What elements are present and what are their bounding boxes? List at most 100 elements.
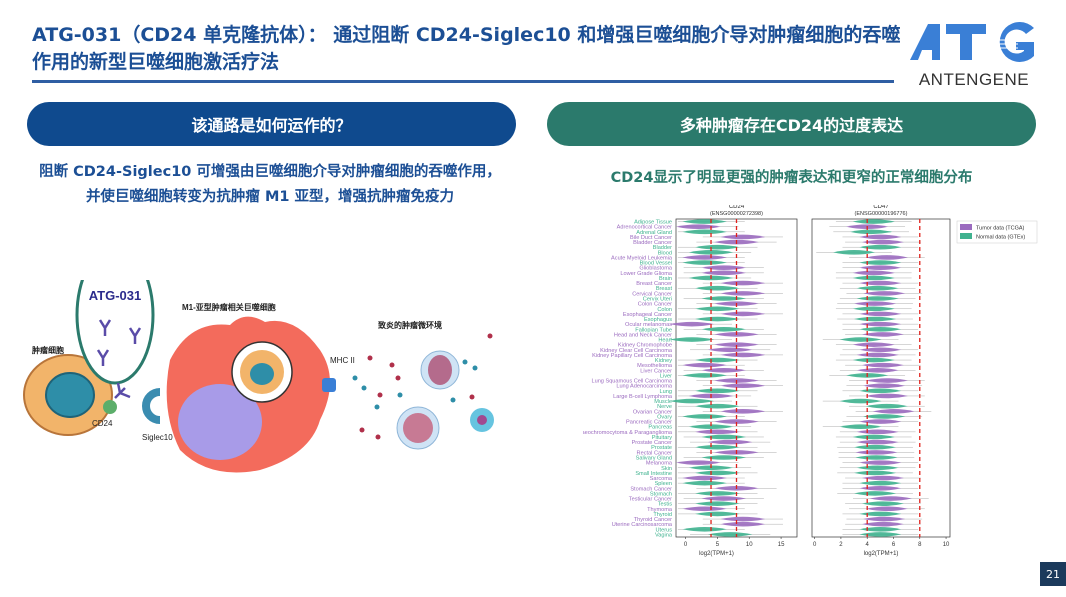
violin-normal (707, 532, 753, 537)
category-label: Pancreas (648, 425, 672, 431)
macrophage-label: M1-亚型肿瘤相关巨噬细胞 (182, 302, 276, 312)
violin-tumor (863, 516, 906, 522)
siglec10-label: Siglec10 (142, 433, 173, 442)
violin-tumor (682, 255, 727, 260)
category-label: Melanoma (646, 461, 673, 467)
violin-tumor (865, 506, 908, 512)
violin-tumor (859, 347, 902, 353)
category-label: Colon Cancer (638, 302, 672, 308)
violin-tumor (859, 311, 902, 317)
slide-title: ATG-031（CD24 单克隆抗体）： 通过阻断 CD24-Siglec10 … (32, 24, 901, 73)
category-label: Prostate (651, 445, 672, 451)
violin-tumor (863, 383, 906, 389)
legend-label-tumor: Tumor data (TCGA) (976, 226, 1025, 232)
cd24-receptor-icon (103, 400, 117, 414)
violin-tumor (701, 265, 747, 271)
category-label: Esophageal Cancer (623, 312, 672, 318)
violin-tumor (714, 419, 759, 424)
category-label: Bile Duct Cancer (630, 235, 672, 241)
violin-normal (854, 470, 897, 476)
violin-normal (863, 414, 906, 419)
violin-tumor (865, 255, 908, 260)
legend-swatch-tumor (960, 224, 972, 230)
violin-tumor (707, 347, 753, 353)
violin-tumor (720, 383, 766, 389)
category-label: Sarcoma (650, 476, 673, 482)
violin-normal (859, 244, 902, 250)
violin-normal (695, 403, 740, 409)
violin-normal (701, 326, 747, 332)
violin-tumor (861, 475, 904, 481)
violin-normal (695, 501, 740, 506)
panel-title: CD47 (873, 205, 889, 210)
category-label: Adrenocortical Cancer (617, 225, 672, 231)
violin-normal (861, 501, 904, 506)
violin-normal (688, 250, 734, 255)
violin-normal (855, 455, 898, 460)
violin-tumor (861, 332, 904, 337)
category-label: Bladder Cancer (633, 240, 672, 246)
category-label: Lung Adenocarcinoma (616, 384, 673, 390)
violin-tumor (852, 270, 895, 276)
violin-normal (859, 526, 902, 532)
violin-tumor (707, 439, 753, 445)
violin-normal (852, 275, 895, 281)
violin-tumor (720, 280, 766, 286)
category-label: Lung Squamous Cell Carcinoma (591, 379, 672, 385)
legend-box (956, 220, 1038, 244)
violin-normal (859, 480, 902, 486)
tumor-cell-label: 肿瘤细胞 (32, 345, 64, 355)
violin-normal (854, 316, 897, 322)
immune-cells-icon (352, 333, 494, 450)
x-tick-label: 10 (746, 542, 753, 548)
violin-tumor (682, 362, 727, 368)
category-label: Ovary (657, 414, 672, 420)
violin-tumor (720, 409, 766, 414)
violin-normal (669, 337, 715, 342)
violin-normal (852, 219, 895, 224)
violin-normal (854, 444, 897, 450)
violin-normal (695, 244, 740, 250)
category-label: Prostate Cancer (632, 440, 673, 446)
title-divider (32, 80, 894, 83)
category-label: Cervical Cancer (632, 291, 672, 297)
category-label: Breast Cancer (636, 281, 672, 287)
violin-normal (701, 434, 747, 440)
category-label: Esophagus (644, 317, 672, 323)
violin-tumor (863, 291, 906, 296)
category-label: Head and Neck Cancer (614, 332, 672, 338)
x-tick-label: 0 (684, 542, 688, 548)
violin-normal (695, 388, 740, 394)
violin-normal (695, 316, 740, 322)
category-label: Kidney Papillary Cell Carcinoma (592, 353, 673, 359)
violin-tumor (859, 485, 902, 491)
violin-normal (839, 337, 882, 342)
violin-normal (682, 373, 727, 378)
category-label: Nerve (657, 404, 672, 410)
category-label: Colon (657, 307, 672, 313)
violin-normal (852, 434, 895, 440)
violin-tumor (865, 378, 908, 383)
category-label: Fallopian Tube (635, 327, 672, 333)
violin-tumor (720, 291, 766, 296)
x-tick-label: 15 (778, 542, 785, 548)
category-label: Vagina (655, 532, 673, 538)
violin-normal (695, 511, 740, 517)
violin-tumor (695, 429, 740, 435)
x-tick-label: 8 (918, 542, 922, 548)
mhc-label: MHC II (330, 356, 355, 365)
violin-normal (865, 403, 908, 409)
violin-tumor (859, 280, 902, 286)
legend-swatch-normal (960, 233, 972, 239)
x-tick-label: 5 (716, 542, 720, 548)
category-label: Lower Grade Glioma (620, 271, 672, 277)
mechanism-line-2: 并使巨噬细胞转变为抗肿瘤 M1 亚型，增强抗肿瘤免疫力 (85, 189, 455, 205)
category-label: Bladder (653, 245, 672, 251)
mechanism-description: 阻断 CD24-Siglec10 可增强由巨噬细胞介导对肿瘤细胞的吞噬作用， 并… (20, 160, 520, 210)
violin-normal (859, 388, 902, 394)
violin-normal (682, 260, 727, 265)
siglec10-receptor-icon (142, 388, 161, 424)
section-header-mechanism: 该通路是如何运作的？ (27, 102, 516, 146)
violin-tumor (701, 367, 747, 373)
